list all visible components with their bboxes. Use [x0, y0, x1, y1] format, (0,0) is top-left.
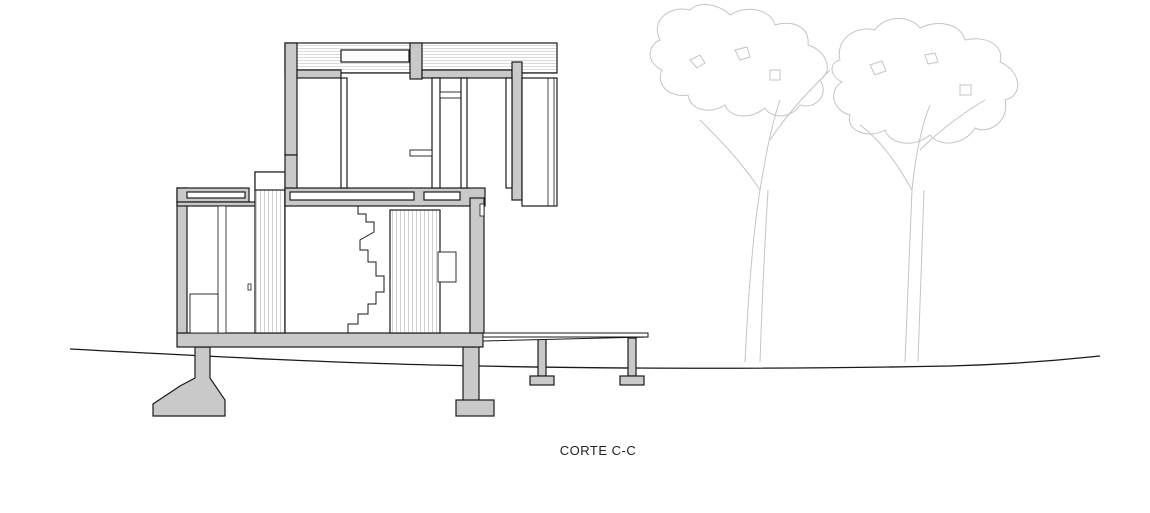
stair	[347, 205, 385, 333]
tree-left	[649, 4, 831, 363]
drawing-caption: CORTE C-C	[559, 443, 637, 458]
ground-slab	[176, 332, 484, 348]
tree-right	[831, 18, 1019, 363]
details	[247, 203, 485, 291]
deck	[482, 332, 649, 342]
upper-floor	[284, 42, 558, 207]
ground-line	[69, 348, 1101, 369]
ground-floor	[176, 171, 486, 334]
foundations	[152, 337, 645, 417]
